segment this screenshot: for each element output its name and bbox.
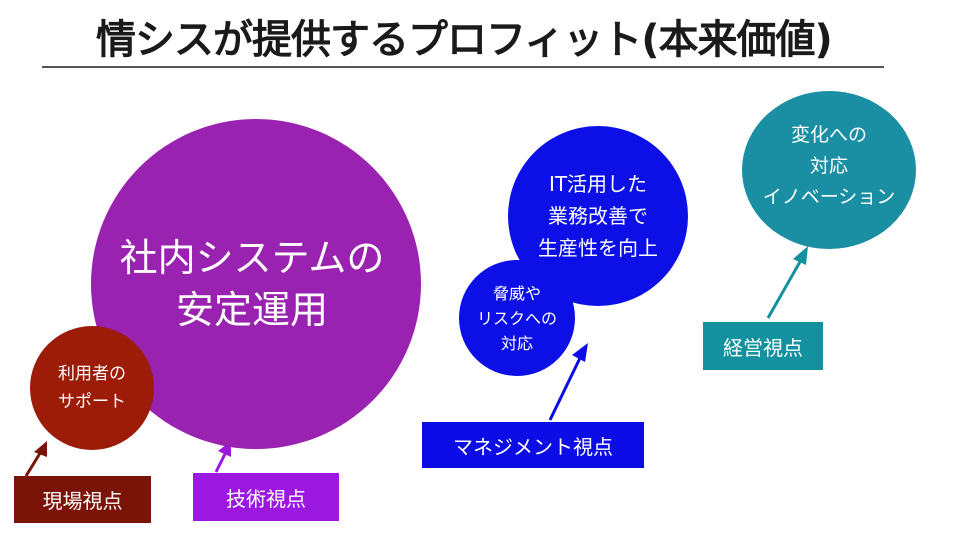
circle-user-support: 利用者の サポート: [30, 326, 154, 450]
arrow-management: [548, 343, 588, 421]
arrow-field: [24, 441, 47, 477]
label-executive: 経営視点: [703, 322, 823, 370]
label-field: 現場視点: [14, 476, 151, 523]
label-management: マネジメント視点: [422, 422, 644, 468]
circle-threat-response: 脅威や リスクへの 対応: [459, 260, 575, 376]
label-technical: 技術視点: [193, 473, 339, 521]
page-title: 情シスが提供するプロフィット(本来価値): [96, 17, 833, 63]
arrow-executive: [766, 246, 808, 319]
title-underline: [42, 66, 884, 68]
circle-innovation: 変化への 対応 イノベーション: [742, 91, 916, 249]
